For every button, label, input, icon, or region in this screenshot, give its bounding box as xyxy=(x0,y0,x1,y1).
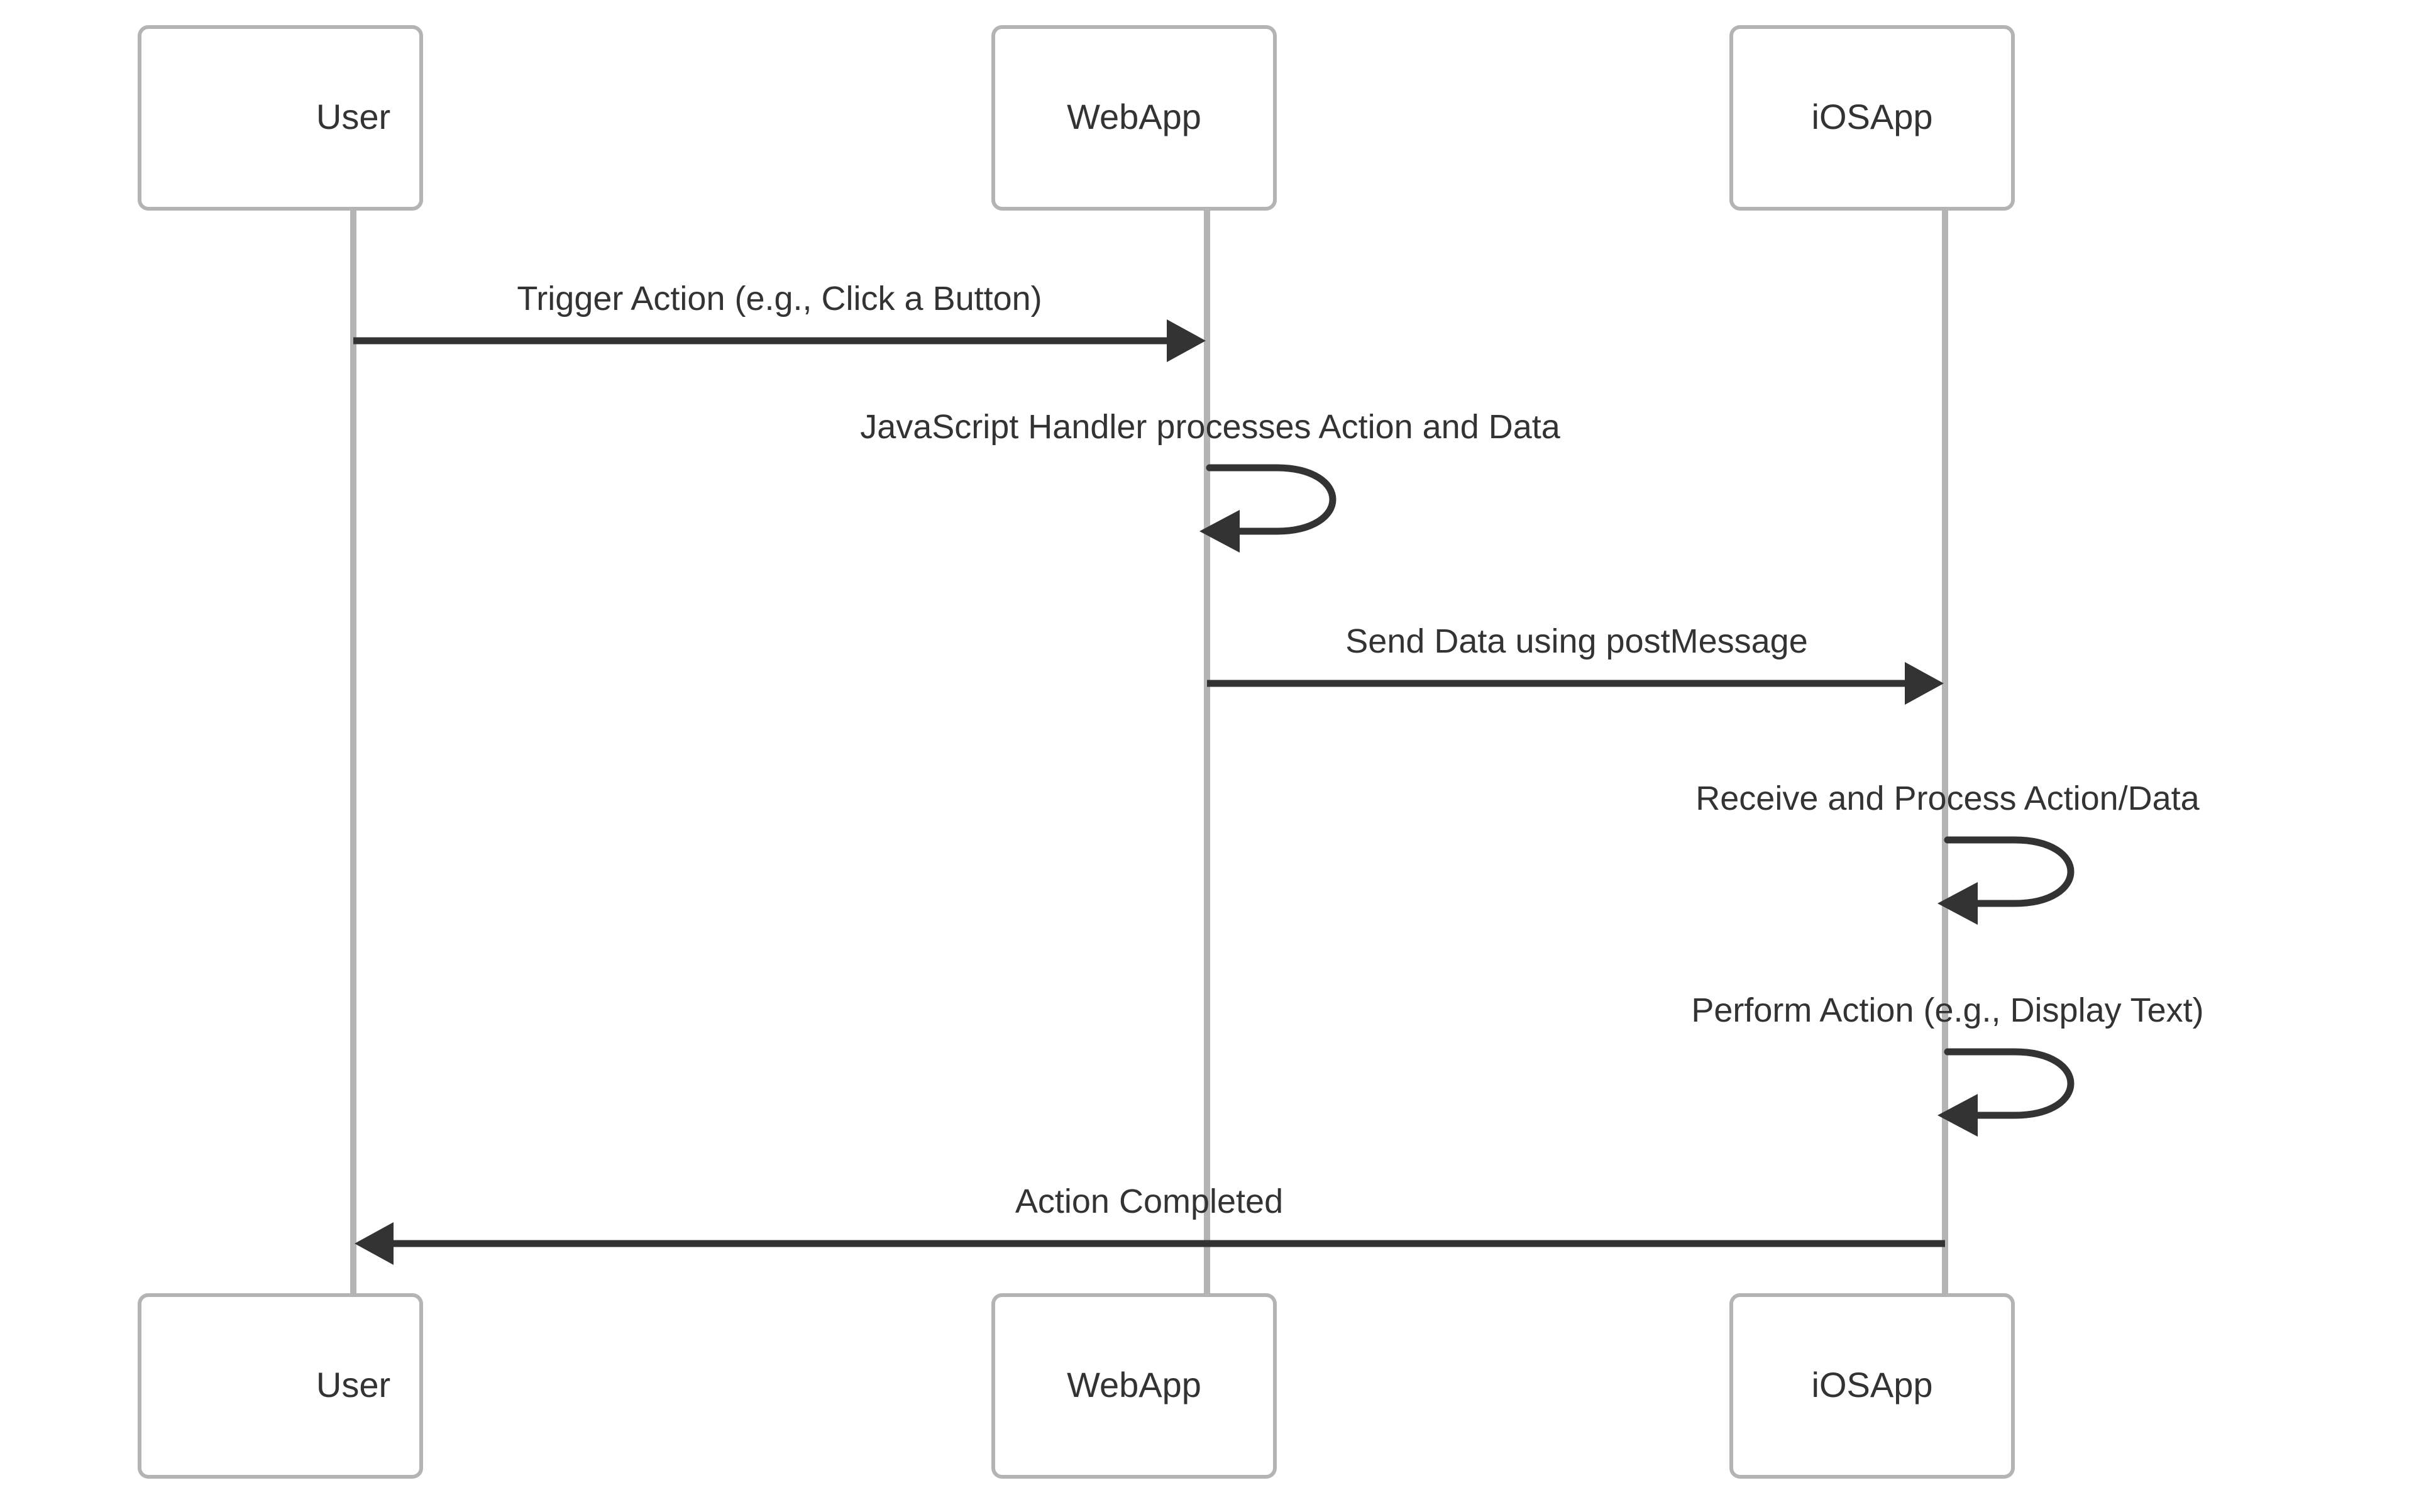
message-3-send-data-postmessage[interactable]: Send Data using postMessage xyxy=(1207,622,1944,705)
message-selfloop-path-4[interactable] xyxy=(1944,836,2075,907)
actor-label-user-bottom: User xyxy=(316,1365,390,1404)
arrowhead-left-icon xyxy=(1937,882,1978,925)
arrowhead-right-icon xyxy=(1167,319,1206,362)
message-6-action-completed[interactable]: Action Completed xyxy=(355,1183,1945,1265)
message-label-5: Perform Action (e.g., Display Text) xyxy=(1691,991,2203,1029)
actor-box-rect[interactable] xyxy=(1729,25,2015,211)
actor-box-iosapp-top[interactable]: iOSApp xyxy=(1729,25,2015,211)
actor-label-webapp-top: WebApp xyxy=(1067,97,1201,136)
message-selfloop-path-2[interactable] xyxy=(1206,464,1337,535)
actor-label-webapp-bottom: WebApp xyxy=(1067,1365,1201,1404)
arrowhead-right-icon xyxy=(1905,662,1944,705)
message-2-javascript-handler[interactable]: JavaScript Handler processes Action and … xyxy=(860,408,1561,553)
message-label-4: Receive and Process Action/Data xyxy=(1695,780,2200,817)
actor-box-rect[interactable] xyxy=(991,25,1277,211)
arrowhead-left-icon xyxy=(355,1222,394,1265)
message-label-2: JavaScript Handler processes Action and … xyxy=(860,408,1561,446)
message-label-3: Send Data using postMessage xyxy=(1345,622,1807,660)
message-label-6: Action Completed xyxy=(1015,1183,1283,1220)
actor-box-rect[interactable] xyxy=(138,25,423,211)
actor-label-iosapp-top: iOSApp xyxy=(1812,97,1933,136)
message-5-perform-action[interactable]: Perform Action (e.g., Display Text) xyxy=(1691,991,2204,1137)
actor-box-rect[interactable] xyxy=(138,1293,423,1479)
actor-box-rect[interactable] xyxy=(1729,1293,2015,1479)
actor-boxes-top: User WebApp iOSApp xyxy=(138,25,2015,211)
actor-box-webapp-bottom[interactable]: WebApp xyxy=(991,1293,1277,1479)
actor-boxes-bottom: User WebApp iOSApp xyxy=(138,1293,2015,1479)
message-label-1: Trigger Action (e.g., Click a Button) xyxy=(517,280,1042,317)
actor-box-iosapp-bottom[interactable]: iOSApp xyxy=(1729,1293,2015,1479)
arrowhead-left-icon xyxy=(1937,1094,1978,1137)
actor-box-user-top[interactable]: User xyxy=(138,25,423,211)
actor-box-user-bottom[interactable]: User xyxy=(138,1293,423,1479)
actor-label-user-top: User xyxy=(316,97,390,136)
message-4-receive-process[interactable]: Receive and Process Action/Data xyxy=(1695,780,2200,925)
actor-label-iosapp-bottom: iOSApp xyxy=(1812,1365,1933,1404)
lifelines-group xyxy=(350,209,1948,1295)
arrowhead-left-icon xyxy=(1199,510,1240,553)
message-1-trigger-action[interactable]: Trigger Action (e.g., Click a Button) xyxy=(353,280,1206,362)
actor-box-webapp-top[interactable]: WebApp xyxy=(991,25,1277,211)
actor-box-rect[interactable] xyxy=(991,1293,1277,1479)
message-selfloop-path-5[interactable] xyxy=(1944,1048,2075,1119)
